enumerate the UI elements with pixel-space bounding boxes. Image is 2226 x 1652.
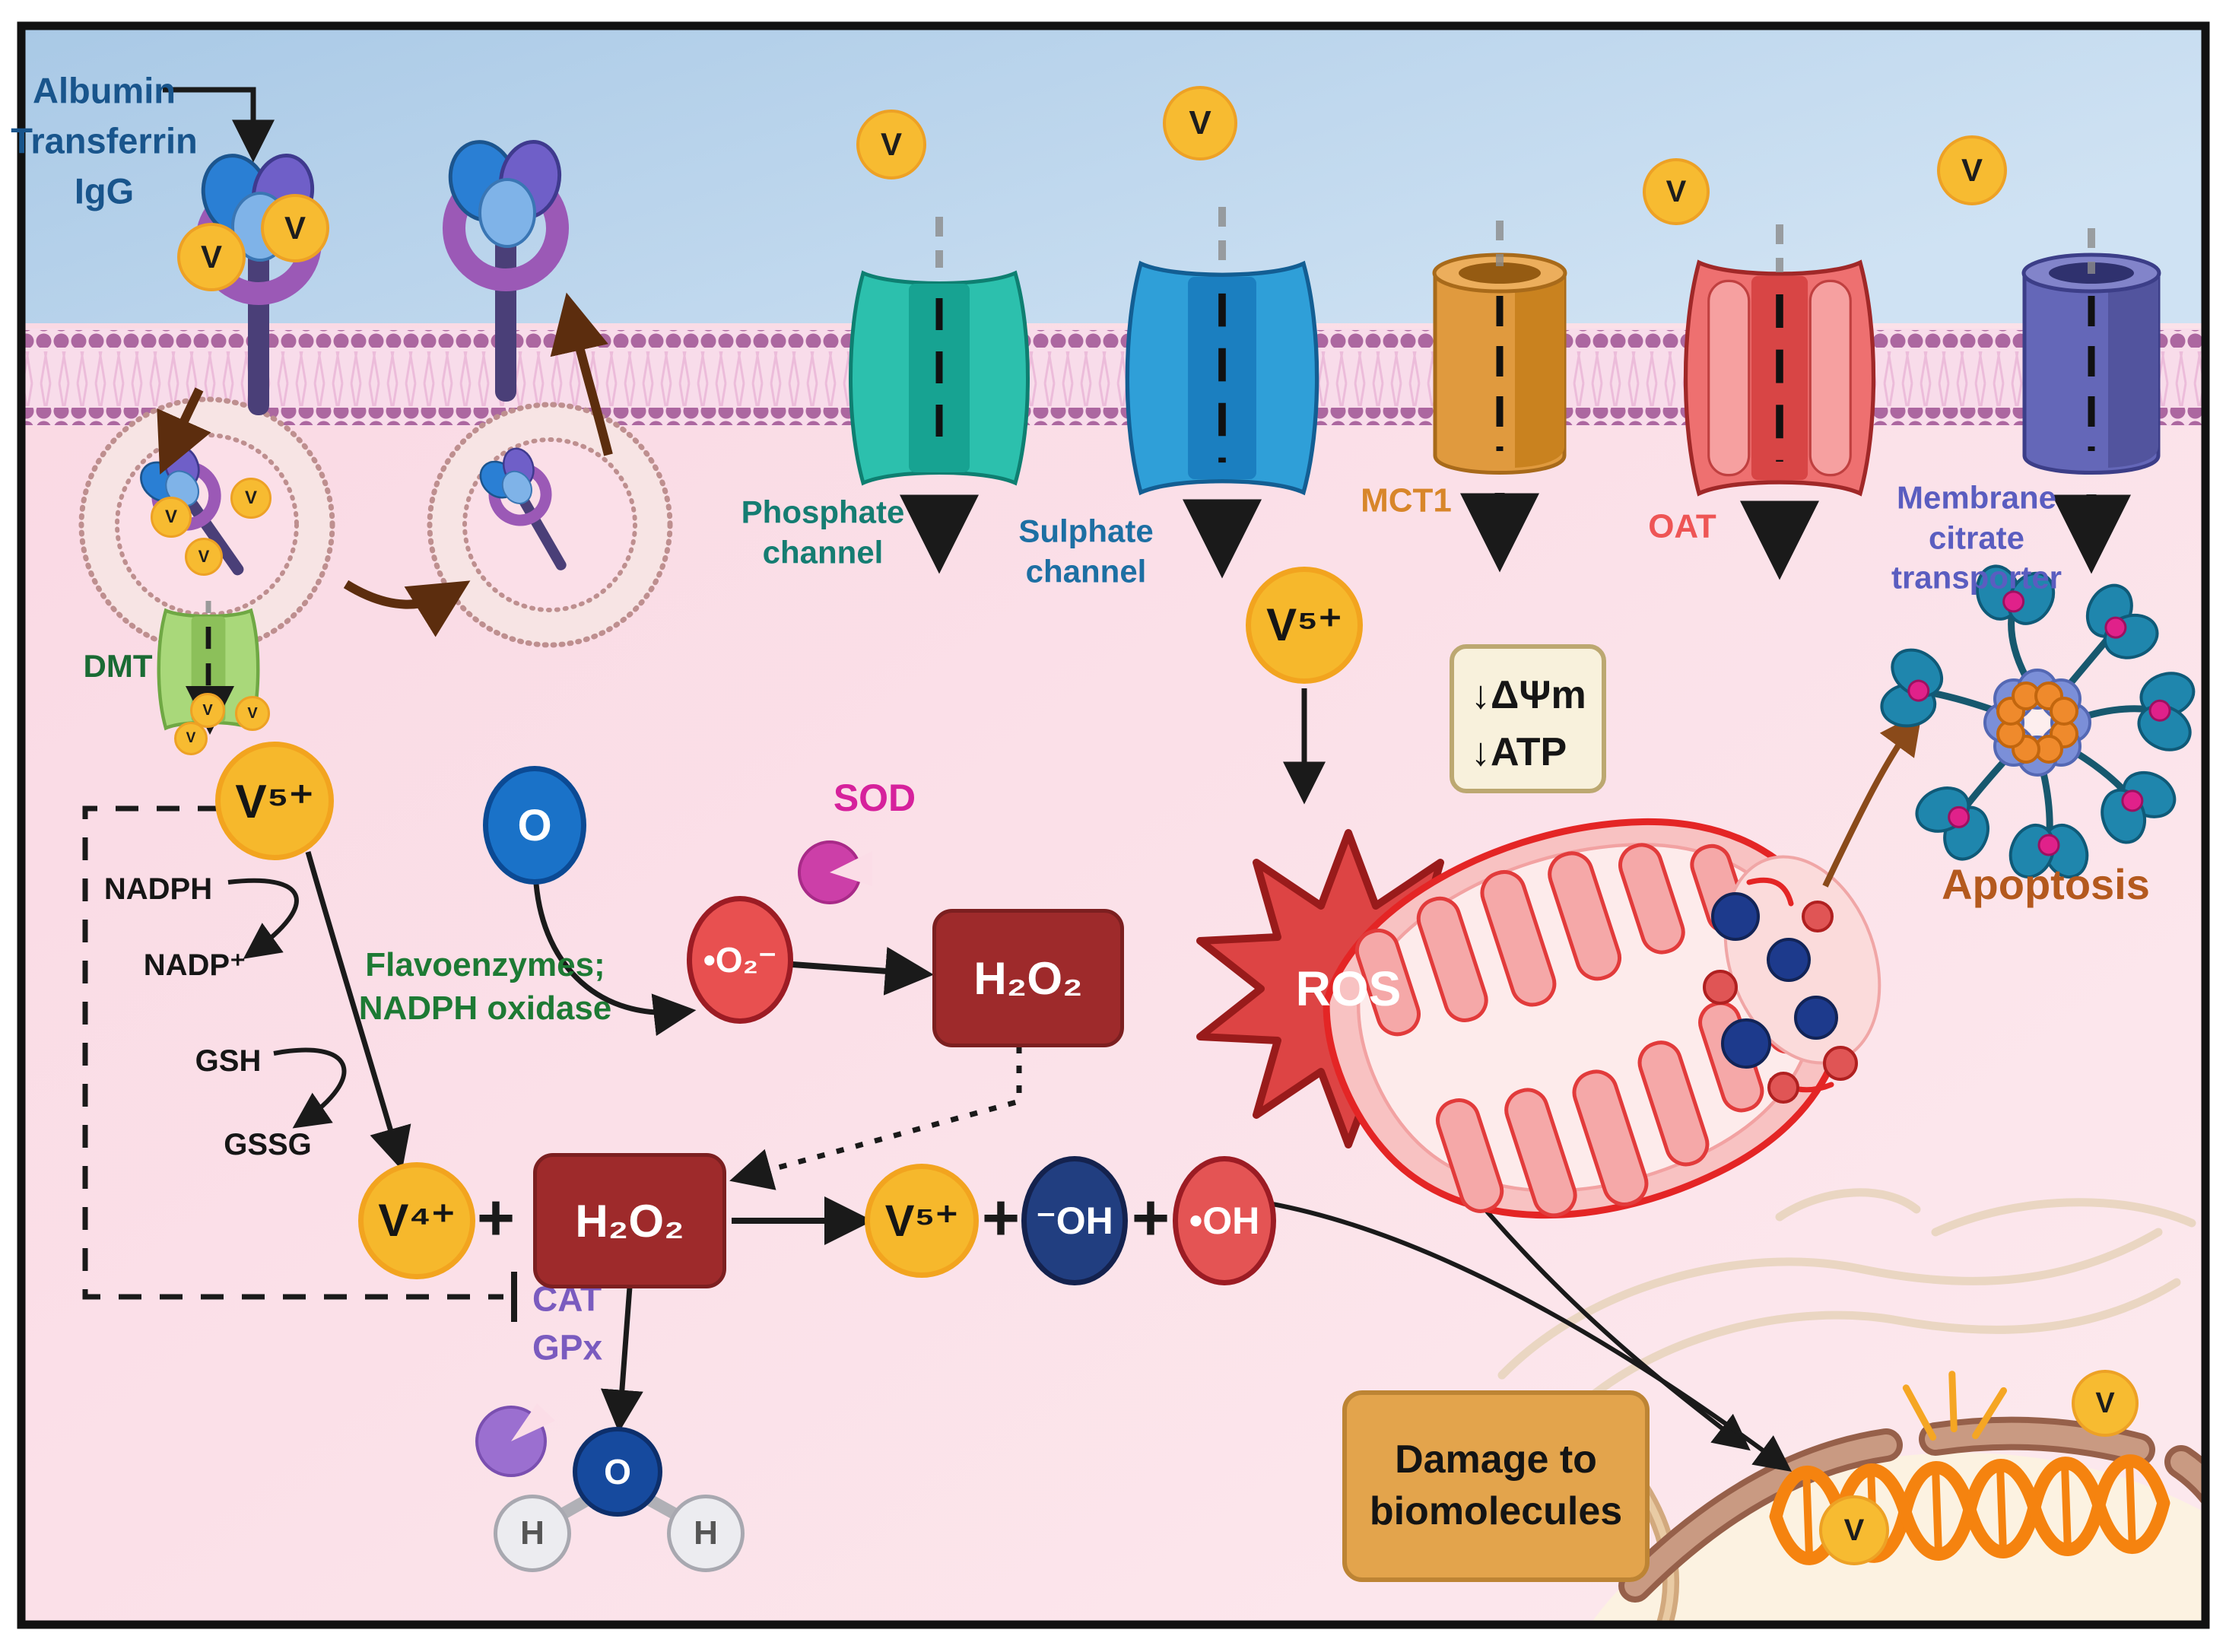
endocytosis-arrows — [157, 292, 613, 637]
flavoenzymes-label: Flavoenzymes; NADPH oxidase — [358, 945, 612, 1027]
v-ion-badge: V — [151, 497, 192, 538]
v-ion-badge: V — [1643, 158, 1710, 225]
h2o2-box: H₂O₂ — [932, 909, 1124, 1047]
plus-sign: + — [981, 1181, 1021, 1255]
plus-sign: + — [1131, 1181, 1170, 1255]
water-oxygen: O — [573, 1427, 662, 1517]
v-ion-badge: V — [1819, 1495, 1889, 1565]
v-ion-badge: V — [235, 696, 270, 731]
v-ion-badge: V — [177, 223, 246, 291]
dna-damage-spark — [1902, 1371, 2008, 1441]
apoptosome-icon — [1868, 554, 2202, 885]
extracellular-space — [25, 30, 2202, 334]
mct1-transporter-icon — [1432, 253, 1567, 475]
v-ion-badge: V — [230, 478, 272, 519]
mito-dysfunction-box: ↓ΔΨm ↓ATP — [1450, 644, 1606, 793]
sulphate-channel-label: Sulphate channel — [1018, 513, 1154, 589]
v5-circle: V⁵⁺ — [215, 742, 334, 860]
redox-arrows — [227, 688, 1326, 1433]
mitochondria-icon — [1323, 818, 1850, 1219]
v-ion-badge: V — [185, 538, 223, 576]
superoxide-molecule: •O₂⁻ — [687, 896, 793, 1024]
inhibition-dashed-line — [82, 805, 503, 1300]
nadp-label: NADP⁺ — [143, 948, 246, 982]
figure-border — [17, 21, 2210, 1629]
endoplasmic-reticulum-icon — [1497, 1188, 2196, 1409]
mct1-label: MCT1 — [1361, 481, 1452, 519]
endosome-2 — [427, 402, 673, 648]
binding-proteins-label: Albumin Transferrin IgG — [11, 70, 198, 211]
influx-arrows — [900, 493, 2131, 580]
apoptosis-arrow — [1822, 711, 1923, 888]
v-ion-badge: V — [1163, 86, 1237, 160]
cat-gpx-label: CAT GPx — [532, 1279, 603, 1368]
dmt-label: DMT — [83, 647, 153, 684]
oat-transporter-icon — [1686, 262, 1874, 494]
albumin-pointer-arrow — [163, 87, 275, 163]
hydroxyl-radical-molecule: •OH — [1173, 1156, 1276, 1285]
cat-gpx-enzyme-icon — [475, 1403, 555, 1477]
hydroxide-molecule: ⁻OH — [1021, 1156, 1128, 1285]
v4-circle: V⁴⁺ — [358, 1162, 475, 1279]
entry-guide-dashes — [935, 207, 2095, 274]
v-ion-badge: V — [856, 110, 926, 179]
v5-circle: V⁵⁺ — [865, 1164, 979, 1278]
water-hydrogen: H — [667, 1495, 745, 1572]
ros-label: ROS — [1295, 961, 1402, 1016]
citrate-transporter-label: Membrane citrate transporter — [1891, 479, 2062, 596]
sulphate-channel-icon — [1127, 264, 1316, 493]
v-ion-badge: V — [1937, 135, 2007, 205]
apoptosis-label: Apoptosis — [1942, 860, 2150, 908]
phosphate-channel-label: Phosphate channel — [741, 494, 905, 570]
v-ion-badge: V — [2072, 1370, 2139, 1437]
cytochrome-release — [1703, 855, 1881, 1104]
membrane-potential-label: ↓ΔΨm — [1471, 673, 1586, 717]
oat-label: OAT — [1648, 507, 1716, 545]
sod-label: SOD — [833, 776, 916, 819]
oxygen-molecule: O — [483, 766, 586, 885]
damage-label: Damage to biomolecules — [1369, 1438, 1623, 1533]
nadph-label: NADPH — [103, 872, 213, 906]
v5-circle: V⁵⁺ — [1246, 567, 1363, 684]
sod-enzyme-icon — [798, 840, 872, 904]
atp-label: ↓ATP — [1471, 730, 1567, 775]
h2o2-box: H₂O₂ — [533, 1153, 726, 1288]
gsh-label: GSH — [195, 1044, 262, 1078]
v-ion-badge: V — [174, 722, 208, 755]
water-hydrogen: H — [494, 1495, 571, 1572]
citrate-transporter-icon — [2021, 253, 2161, 475]
damage-box: Damage to biomolecules — [1342, 1390, 1650, 1582]
endosome-1 — [78, 396, 335, 653]
gssg-label: GSSG — [224, 1128, 312, 1161]
plus-sign: + — [476, 1181, 516, 1255]
v-ion-badge: V — [261, 194, 329, 262]
phosphate-channel-icon — [851, 273, 1028, 483]
